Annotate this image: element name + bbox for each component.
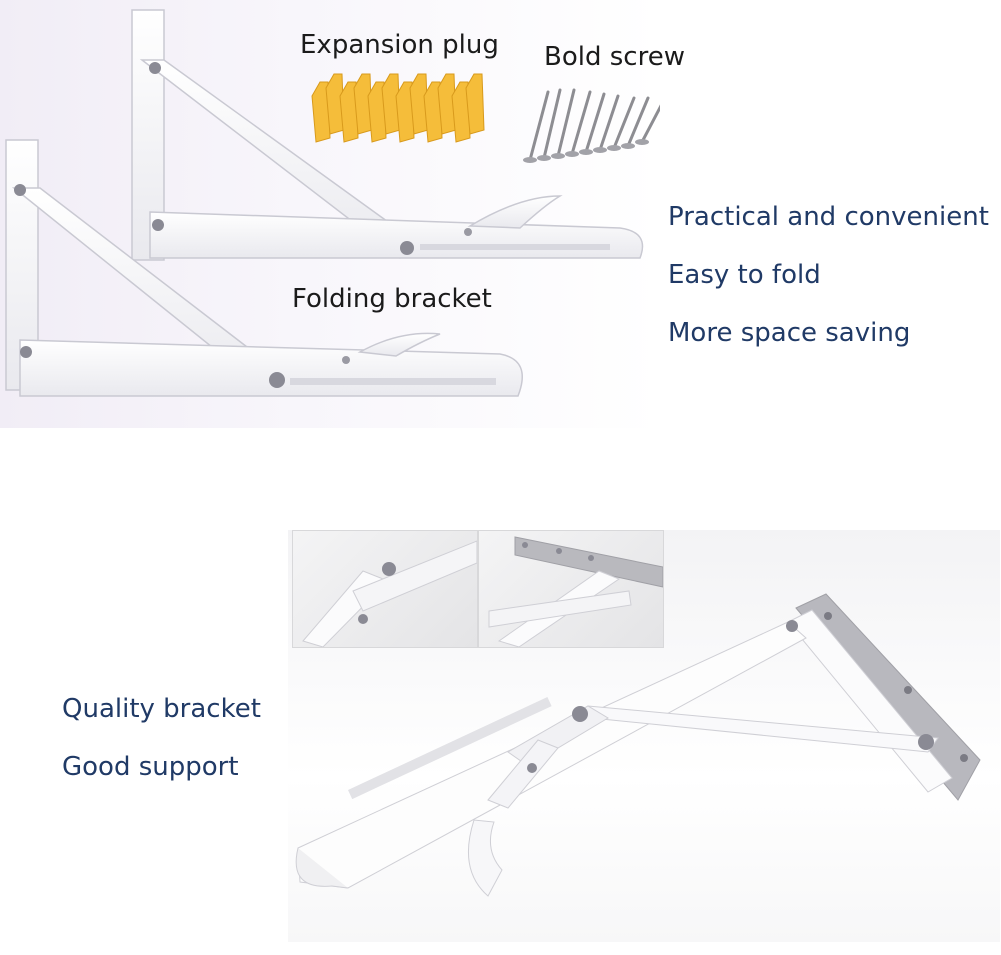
bracket-front — [5, 139, 523, 397]
bold-screw-label: Bold screw — [544, 42, 685, 72]
product-photo-top — [0, 0, 660, 428]
bracket-back — [131, 9, 644, 261]
product-photo-bottom — [288, 530, 1000, 942]
feature-practical: Practical and convenient — [668, 202, 989, 232]
feature-quality-bracket: Quality bracket — [62, 694, 261, 724]
bold-screws-image — [523, 88, 660, 163]
inset-photo-hinge — [292, 530, 478, 648]
feature-good-support: Good support — [62, 752, 239, 782]
folding-brackets-illustration — [5, 9, 644, 397]
inset-photo-wall-plate — [478, 530, 664, 648]
folding-bracket-label: Folding bracket — [292, 284, 492, 314]
expansion-plug-label: Expansion plug — [300, 30, 499, 60]
expansion-plugs-image — [311, 73, 485, 143]
feature-space-saving: More space saving — [668, 318, 911, 348]
feature-easy-fold: Easy to fold — [668, 260, 821, 290]
main-bracket-illustration — [295, 593, 981, 897]
